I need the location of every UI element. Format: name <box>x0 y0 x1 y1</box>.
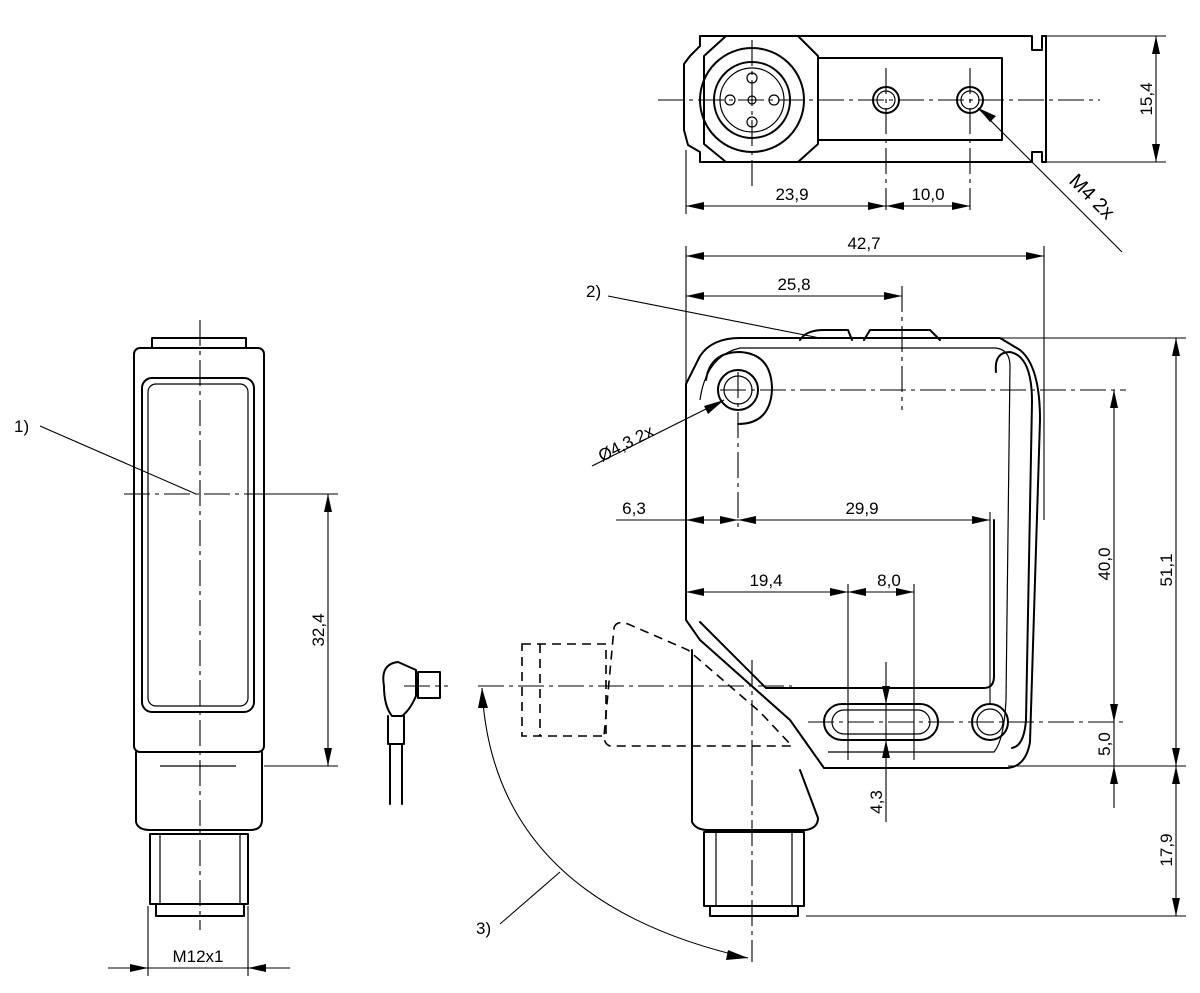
dim-25-8-arrow-left <box>686 292 704 300</box>
cable-plug-nut <box>417 671 441 699</box>
connector-pin-4 <box>724 94 736 106</box>
dim-6-3-label: 6,3 <box>622 499 646 518</box>
hole-label: Ø4,3 2x <box>595 421 657 465</box>
dim-25-8-label: 25,8 <box>777 275 810 294</box>
cable-plug-body <box>382 661 417 717</box>
top-body-outline <box>683 35 1047 163</box>
dim-10-0-arrow-left <box>886 202 904 210</box>
dim-4-3-arrow-top <box>882 686 890 704</box>
dim-29-9-arrow-right <box>972 516 990 524</box>
dim-6-3-arrow-left <box>686 516 704 524</box>
note-1-leader <box>39 425 197 495</box>
dim-19-4-arrow-left <box>686 588 704 596</box>
top-mounting-plate <box>817 57 1003 141</box>
top-connector-hex <box>703 35 819 163</box>
housing-outline <box>685 337 1041 769</box>
m4-leader-arrow <box>978 108 996 122</box>
dim-23-9-label: 23,9 <box>775 185 808 204</box>
dim-10-0-label: 10,0 <box>911 185 944 204</box>
connector-ring <box>709 905 799 917</box>
dim-29-9-label: 29,9 <box>845 499 878 518</box>
dim-42-7-label: 42,7 <box>847 234 880 253</box>
dim-4-3-label: 4,3 <box>867 790 886 814</box>
dim-15-4-arrow-top <box>1152 36 1160 54</box>
note-3-leader <box>499 871 561 925</box>
dim-8-0-arrow-left <box>848 588 866 596</box>
dim-25-8-arrow-right <box>884 292 902 300</box>
side-body <box>133 347 265 753</box>
rotation-arc-arrow-bottom <box>726 950 748 960</box>
dim-8-0-arrow-right <box>896 588 914 596</box>
rotated-connector-nut <box>521 643 607 737</box>
dim-40-0-arrow-top <box>1110 390 1118 408</box>
side-connector <box>149 833 249 905</box>
front-view: 42,7 25,8 <box>476 234 1186 962</box>
dim-5-0-label: 5,0 <box>1095 732 1114 756</box>
dim-19-4-arrow-right <box>830 588 848 596</box>
dim-17-9-label: 17,9 <box>1157 833 1176 866</box>
dim-23-9-arrow-right <box>868 202 886 210</box>
side-top-cap <box>151 337 247 349</box>
note-1-label: 1) <box>14 417 29 436</box>
note-2-leader <box>607 295 821 339</box>
dim-m12-arrow-left <box>130 964 148 972</box>
dim-23-9-arrow-left <box>686 202 704 210</box>
connector-neck <box>691 649 819 831</box>
dim-17-9-arrow-top <box>1172 766 1180 784</box>
dim-m12-label: M12x1 <box>172 947 223 966</box>
dim-15-4-arrow-bottom <box>1152 144 1160 162</box>
housing-window <box>699 519 995 689</box>
note-2-label: 2) <box>586 282 601 301</box>
dim-51-1-arrow-bottom <box>1172 748 1180 766</box>
dim-15-4-label: 15,4 <box>1137 82 1156 115</box>
rotated-connector-body <box>603 621 794 747</box>
dim-6-3-arrow-right <box>720 516 738 524</box>
dim-5-0-arrow-bottom <box>1110 766 1118 784</box>
hole-leader-arrow <box>704 400 724 414</box>
cable-strain-relief <box>387 715 405 745</box>
dim-29-9-arrow-left <box>738 516 756 524</box>
housing-side-rail <box>994 351 1033 749</box>
rotation-arc <box>481 687 749 959</box>
dim-40-0-arrow-bottom <box>1110 704 1118 722</box>
m4-thread-label: M4 2x <box>1064 170 1118 224</box>
note-3-label: 3) <box>476 919 491 938</box>
rotation-arc-arrow-top <box>478 688 488 708</box>
dim-19-4-label: 19,4 <box>749 571 782 590</box>
dim-40-0-label: 40,0 <box>1095 547 1114 580</box>
housing-top-ridge <box>799 329 941 341</box>
dim-8-0-label: 8,0 <box>877 571 901 590</box>
dim-32-4-label: 32,4 <box>309 613 328 646</box>
side-view: 32,4 M12x1 1) <box>14 320 338 976</box>
side-lens <box>141 377 255 713</box>
side-lens-inner <box>147 383 249 707</box>
mount-hole-top <box>717 369 759 411</box>
top-view: 15,4 23,9 10,0 M4 2x <box>658 35 1166 253</box>
dim-51-1-arrow-top <box>1172 338 1180 356</box>
dim-4-3-arrow-bottom <box>882 740 890 758</box>
dim-10-0-arrow-right <box>952 202 970 210</box>
dim-42-7-arrow-right <box>1026 252 1044 260</box>
angled-cable-icon <box>382 661 448 805</box>
hole-leader <box>591 399 725 467</box>
m4-leader <box>977 107 1123 253</box>
dim-42-7-arrow-left <box>686 252 704 260</box>
connector-nut <box>703 831 805 907</box>
dim-32-4-arrow-top <box>324 494 332 512</box>
mount-hole-top-boss <box>705 351 773 425</box>
dim-51-1-label: 51,1 <box>1157 553 1176 586</box>
dim-m12-arrow-right <box>248 964 266 972</box>
dim-32-4-arrow-bottom <box>324 748 332 766</box>
side-neck <box>135 751 263 831</box>
dim-17-9-arrow-bottom <box>1172 898 1180 916</box>
